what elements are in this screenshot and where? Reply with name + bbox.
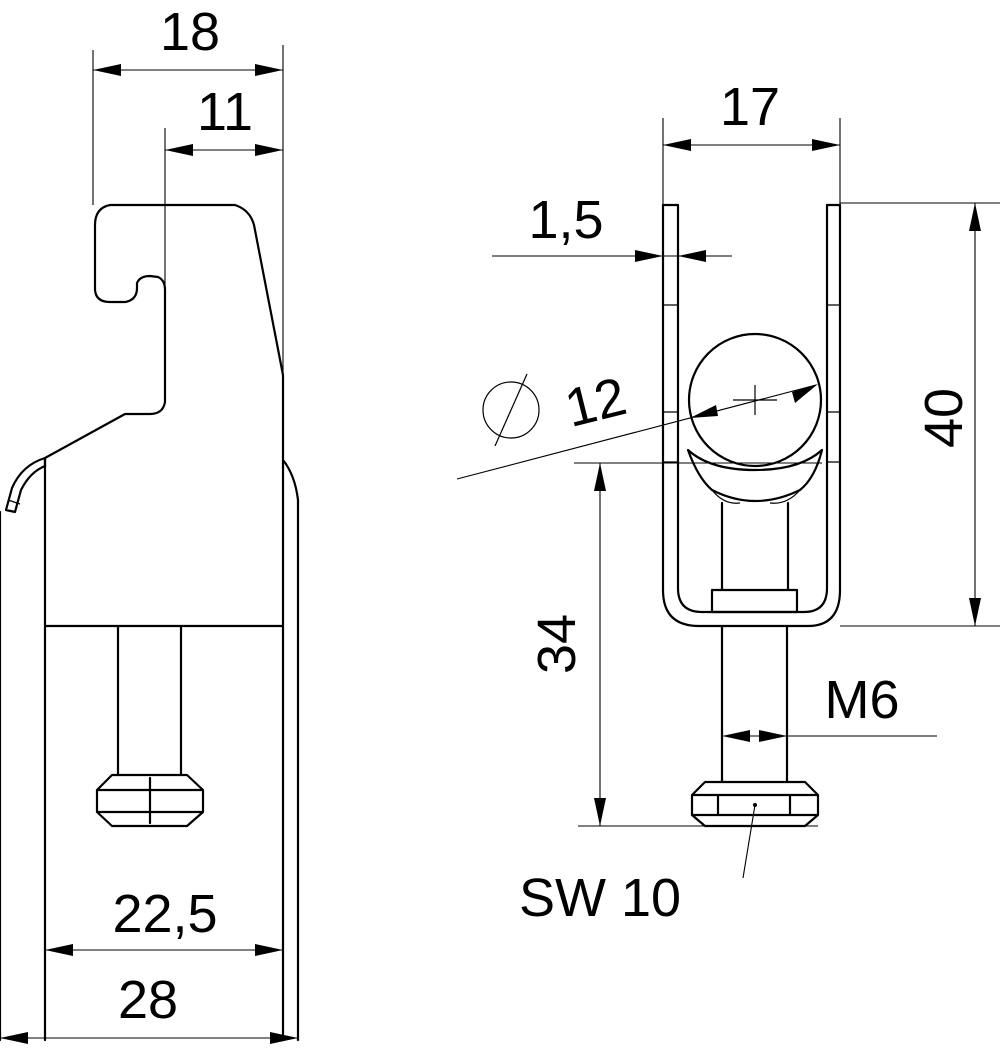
dim-17: 17 (662, 77, 841, 205)
dim-label-12: 12 (559, 366, 632, 439)
dim-label-m6: M6 (824, 670, 899, 730)
dim-11: 11 (164, 82, 283, 290)
u-bracket-inner (676, 203, 829, 614)
dim-m6: M6 (722, 670, 937, 742)
bore-circle (687, 332, 823, 468)
dim-label-18: 18 (160, 2, 220, 62)
dim-34: 34 (527, 462, 822, 827)
pressure-saddle (686, 448, 824, 503)
dim-label-34: 34 (527, 614, 587, 674)
dim-label-1-5: 1,5 (528, 190, 603, 250)
spring-lip (4, 456, 47, 514)
u-bracket-outer (661, 203, 842, 628)
dim-18: 18 (92, 2, 284, 375)
dim-label-sw10: SW 10 (519, 868, 681, 928)
diameter-symbol-circle (482, 381, 540, 439)
dim-label-28: 28 (118, 970, 178, 1030)
hex-nut-side (95, 773, 205, 828)
front-view (661, 203, 842, 828)
dim-label-17: 17 (720, 77, 780, 137)
dim-label-40: 40 (914, 388, 974, 448)
dim-22-5: 22,5 (44, 884, 284, 972)
dim-label-22-5: 22,5 (112, 884, 217, 944)
dim-sw10: SW 10 (519, 804, 756, 928)
bolt-shank (116, 624, 183, 777)
clamp-hook-outline (43, 203, 285, 460)
clamp-body (0, 373, 300, 1042)
dim-label-11: 11 (197, 82, 253, 142)
dim-40: 40 (840, 202, 1000, 627)
front-bolt-shank (720, 624, 789, 784)
inner-bolt (710, 501, 799, 614)
side-view (0, 203, 300, 1042)
dim-diameter-12: 12 (456, 366, 818, 480)
dim-28: 28 (0, 970, 298, 1044)
dim-1-5: 1,5 (492, 190, 732, 262)
